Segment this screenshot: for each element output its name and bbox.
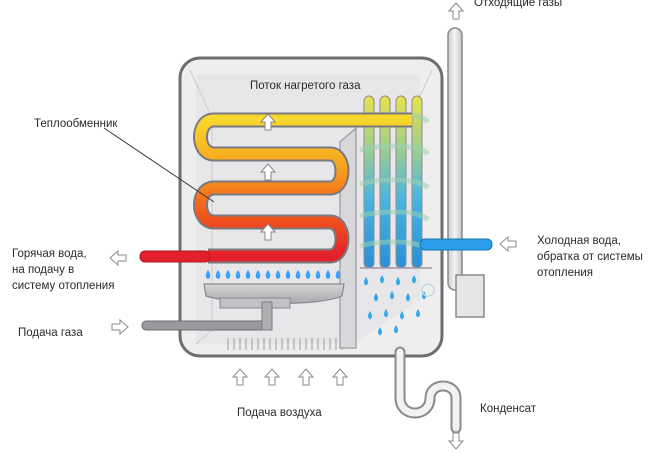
heat-exchanger-leader xyxy=(103,127,215,203)
cold-water-arrow-icon xyxy=(499,236,517,252)
condensate-arrow-icon xyxy=(448,432,464,450)
condensate-drops xyxy=(363,275,435,336)
heated-gas-flow-label: Поток нагретого газа xyxy=(250,80,361,92)
hot-water-label-line2: на подачу в xyxy=(12,264,74,276)
condensate-trap xyxy=(394,346,462,434)
air-intake-grill xyxy=(227,338,343,350)
primary-coil xyxy=(193,112,412,264)
gas-supply-label: Подача газа xyxy=(18,327,83,339)
heat-exchanger-label: Теплообменник xyxy=(34,118,118,130)
condensing-heat-exchanger xyxy=(359,95,432,269)
cold-water-label-line1: Холодная вода, xyxy=(537,235,621,247)
cold-water-label-line3: отопления xyxy=(537,267,593,279)
exhaust-chimney xyxy=(447,27,485,318)
hot-water-label-line1: Горячая вода, xyxy=(12,248,87,260)
exhaust-gases-label: Отходящие газы xyxy=(474,0,562,9)
gas-supply-arrow-icon xyxy=(111,319,129,335)
hot-water-pipe xyxy=(139,250,211,263)
cold-water-label-line2: обратка от системы xyxy=(537,251,643,263)
air-supply-label: Подача воздуха xyxy=(237,407,322,419)
condensate-label: Конденсат xyxy=(480,403,537,415)
air-supply-arrows xyxy=(232,368,348,386)
gas-burner xyxy=(141,283,345,331)
exhaust-arrow-icon xyxy=(448,2,464,20)
hot-water-label-line3: систему отопления xyxy=(12,280,114,292)
hot-water-arrow-icon xyxy=(109,250,127,266)
cold-water-pipe xyxy=(419,238,493,251)
